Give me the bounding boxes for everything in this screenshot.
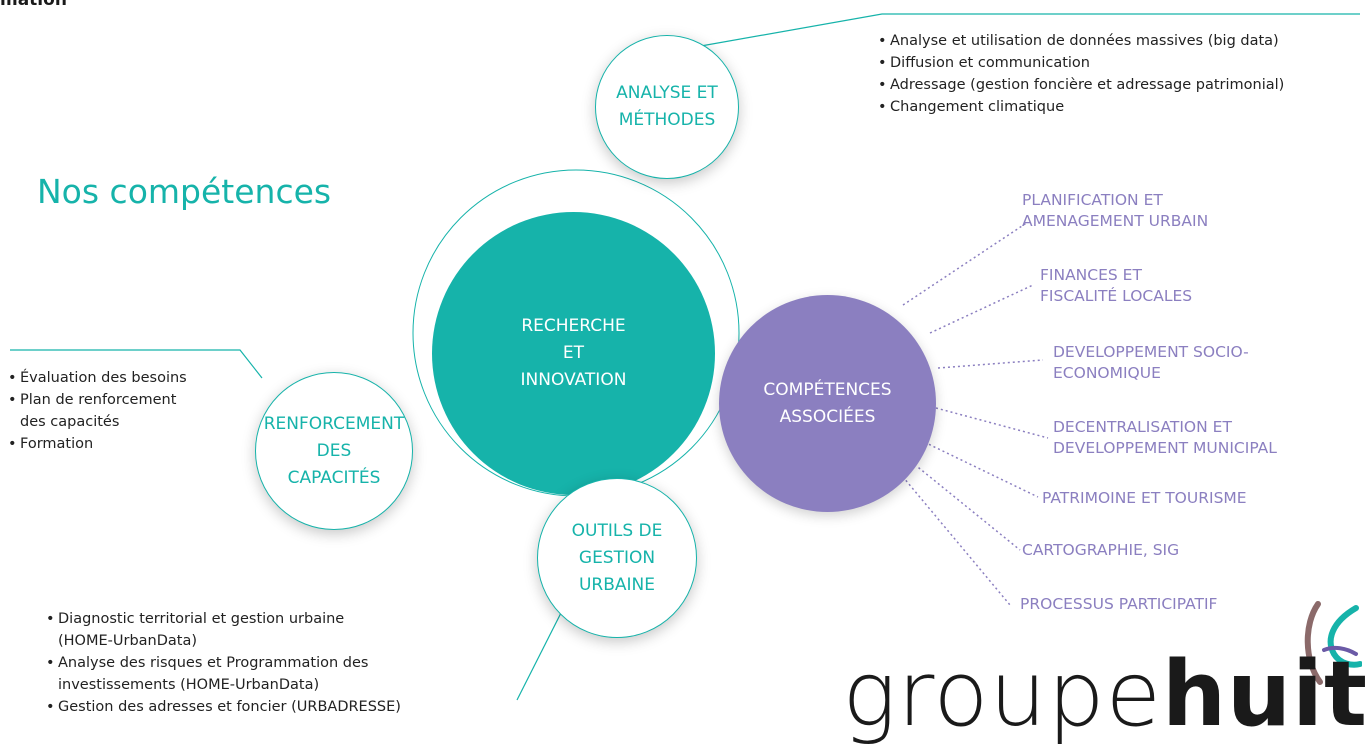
list-item: Diffusion et communication bbox=[878, 52, 1284, 74]
competences-dotted-lines bbox=[892, 221, 1049, 606]
competences-label-line-2: ASSOCIÉES bbox=[779, 406, 876, 427]
dotted-line bbox=[919, 439, 1039, 498]
center-circle-recherche: RECHERCHE ET INNOVATION bbox=[432, 212, 715, 495]
list-item: Plan de renforcement bbox=[8, 389, 187, 411]
outils-connector-line bbox=[516, 604, 566, 701]
list-item: Diagnostic territorial et gestion urbain… bbox=[46, 608, 401, 630]
outils-label-line-1: OUTILS DE bbox=[571, 520, 663, 541]
renforcement-bullet-list: Évaluation des besoins Plan de renforcem… bbox=[8, 367, 187, 455]
renforcement-label-line-3: CAPACITÉS bbox=[287, 467, 381, 488]
analyse-label-line-2: MÉTHODES bbox=[618, 110, 716, 130]
competence-decentralisation: DECENTRALISATION ET DEVELOPPEMENT MUNICI… bbox=[1053, 418, 1277, 457]
list-item-continuation: investissements (HOME-UrbanData) bbox=[58, 677, 320, 693]
competences-label-line-1: COMPÉTENCES bbox=[763, 379, 892, 400]
dotted-line bbox=[937, 359, 1044, 369]
logo-word-light: groupe bbox=[842, 642, 1162, 747]
center-label-line-1: RECHERCHE bbox=[521, 316, 626, 336]
circle-outils-gestion: OUTILS DE GESTION URBAINE bbox=[537, 478, 697, 638]
groupehuit-logo-mark-icon bbox=[1304, 601, 1362, 685]
outils-bullet-list: Diagnostic territorial et gestion urbain… bbox=[46, 608, 401, 718]
renforcement-label-line-2: DES bbox=[316, 440, 352, 461]
outils-label-line-3: URBAINE bbox=[578, 574, 655, 595]
list-item-continuation: des capacités bbox=[20, 414, 120, 430]
cut-section-title: mation bbox=[0, 0, 67, 10]
center-label-line-2: ET bbox=[562, 343, 585, 363]
outils-label-line-2: GESTION bbox=[578, 547, 656, 568]
dotted-line bbox=[935, 407, 1049, 439]
analyse-label-line-1: ANALYSE ET bbox=[616, 83, 718, 103]
main-title: Nos compétences bbox=[37, 172, 332, 211]
competence-processus: PROCESSUS PARTICIPATIF bbox=[1020, 595, 1218, 613]
circle-competences-associees: COMPÉTENCES ASSOCIÉES bbox=[719, 295, 936, 512]
center-label-line-3: INNOVATION bbox=[520, 370, 627, 390]
list-item: Gestion des adresses et foncier (URBADRE… bbox=[46, 696, 401, 718]
dotted-line bbox=[892, 464, 1011, 606]
logo-word-bold: huit bbox=[1161, 642, 1368, 747]
dotted-line bbox=[929, 284, 1034, 334]
competence-patrimoine: PATRIMOINE ET TOURISME bbox=[1042, 489, 1247, 507]
competence-cartographie: CARTOGRAPHIE, SIG bbox=[1022, 541, 1180, 559]
list-item: Évaluation des besoins bbox=[8, 367, 187, 389]
list-item: Adressage (gestion foncière et adressage… bbox=[878, 74, 1284, 96]
list-item: Formation bbox=[8, 433, 187, 455]
dotted-line bbox=[902, 454, 1021, 551]
list-item: Analyse et utilisation de données massiv… bbox=[878, 30, 1284, 52]
circle-renforcement-capacites: RENFORCEMENT DES CAPACITÉS bbox=[255, 372, 413, 530]
list-item: Analyse des risques et Programmation des bbox=[46, 652, 401, 674]
list-item-continuation: (HOME-UrbanData) bbox=[58, 633, 198, 649]
dotted-line bbox=[902, 221, 1029, 306]
competence-planification: PLANIFICATION ET AMENAGEMENT URBAIN bbox=[1022, 191, 1209, 230]
analyse-bullet-list: Analyse et utilisation de données massiv… bbox=[878, 30, 1284, 118]
renforcement-connector-line bbox=[10, 349, 263, 379]
groupehuit-logo-text: groupehuit bbox=[842, 650, 1368, 740]
competence-developpement-socio: DEVELOPPEMENT SOCIO- ECONOMIQUE bbox=[1053, 343, 1249, 382]
analyse-connector-line bbox=[666, 13, 1360, 53]
circle-analyse-methodes: ANALYSE ET MÉTHODES bbox=[595, 35, 739, 179]
competence-finances: FINANCES ET FISCALITÉ LOCALES bbox=[1040, 266, 1193, 305]
renforcement-label-line-1: RENFORCEMENT bbox=[263, 413, 405, 434]
list-item: Changement climatique bbox=[878, 96, 1284, 118]
